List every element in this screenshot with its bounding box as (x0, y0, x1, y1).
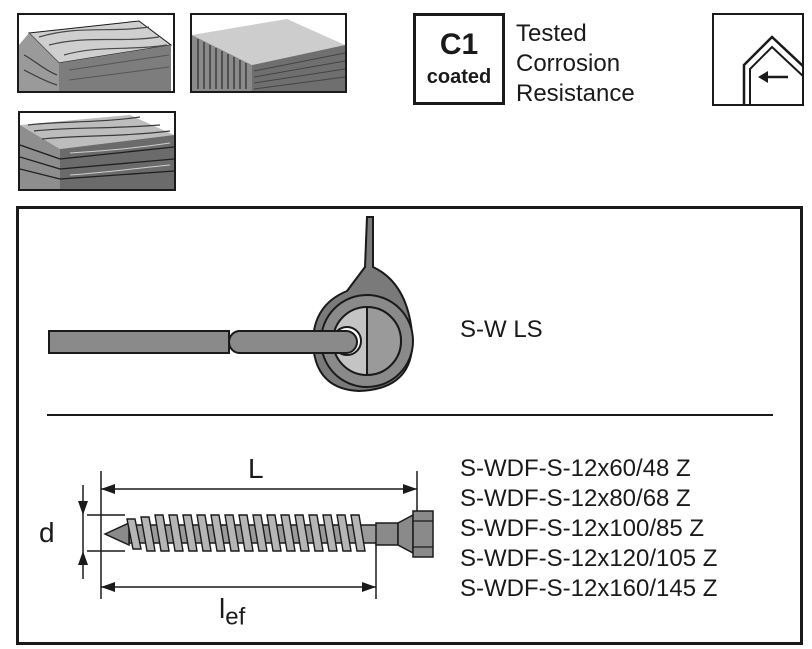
screw-variant-list: S-WDF-S-12x60/48 Z S-WDF-S-12x80/68 Z S-… (460, 454, 717, 604)
variant-item: S-WDF-S-12x160/145 Z (460, 575, 718, 602)
corrosion-text-line-3: Resistance (516, 80, 635, 107)
indoor-house-icon (712, 13, 805, 106)
coating-label: coated (426, 66, 492, 88)
dimension-lef-sub: ef (225, 603, 246, 631)
clt-icon (18, 111, 176, 191)
screw-dimension-drawing (78, 471, 434, 599)
corrosion-class-badge: C1 coated (413, 13, 505, 105)
variant-item: S-WDF-S-12x120/105 Z (460, 545, 718, 572)
corrosion-text-line-1: Tested (516, 20, 587, 47)
product-panel: S-W LS (16, 206, 803, 645)
corrosion-test-text: Tested Corrosion Resistance (516, 19, 635, 109)
wrench-bit-illustration (48, 216, 414, 393)
dimension-lef-label: lef (219, 595, 245, 632)
variant-item: S-WDF-S-12x100/85 Z (460, 515, 705, 542)
corrosion-class-code: C1 (439, 28, 479, 61)
dimension-d-label: d (39, 517, 55, 548)
corrosion-text-line-2: Corrosion (516, 50, 621, 77)
section-divider (47, 414, 773, 416)
bit-label: S-W LS (460, 316, 543, 343)
variant-item: S-WDF-S-12x80/68 Z (460, 485, 691, 512)
glulam-icon (190, 13, 347, 93)
solid-timber-icon (17, 13, 175, 93)
dimension-L-label: L (248, 453, 264, 484)
dimension-lef-main: l (219, 593, 226, 624)
variant-item: S-WDF-S-12x60/48 Z (460, 455, 691, 482)
